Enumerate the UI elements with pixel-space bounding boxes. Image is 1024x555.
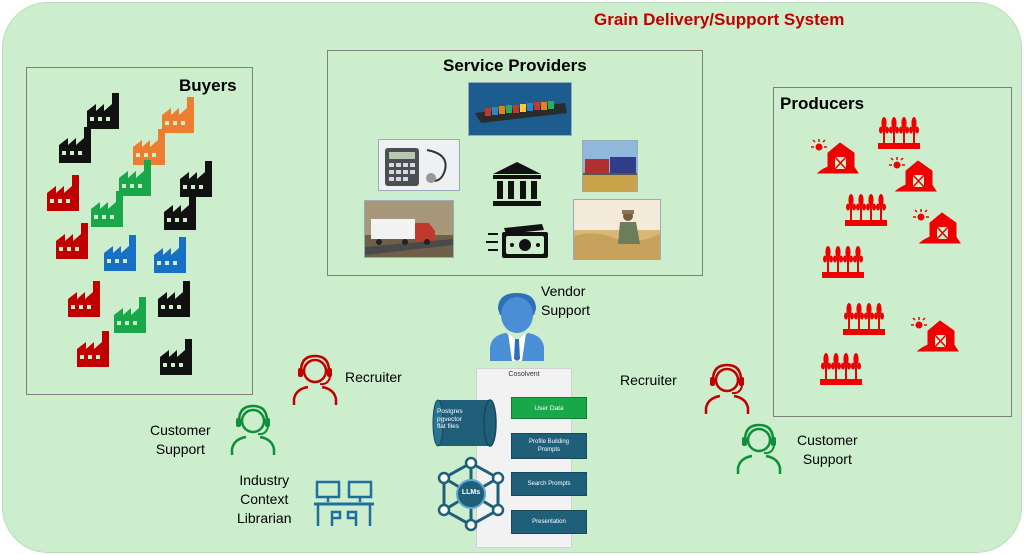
- wheat-field-icon: [822, 246, 864, 278]
- vendor-support-label: Vendor Support: [541, 282, 590, 320]
- factory-icon: [47, 175, 79, 211]
- database-line1: Postgres: [437, 408, 463, 415]
- barn-sun-icon: [912, 208, 961, 244]
- llms-label: LLMs: [461, 489, 481, 496]
- search-prompts-button[interactable]: Search Prompts: [511, 472, 587, 496]
- producers-box: [773, 87, 1012, 417]
- service-providers-box: [327, 50, 703, 276]
- librarian-line2: Context: [240, 491, 289, 507]
- database-label: Postgres pgvector flat files: [437, 408, 483, 431]
- headset-person-icon: [736, 423, 782, 474]
- user-data-button[interactable]: User Data: [511, 397, 587, 419]
- headset-person-icon: [704, 363, 750, 414]
- factory-icon: [91, 191, 123, 227]
- cosolvent-title: Cosolvent: [508, 371, 540, 378]
- customer-support-right-line2: Support: [802, 451, 852, 467]
- wheat-field-icon: [845, 194, 887, 226]
- wheat-field-icon: [820, 353, 862, 385]
- profile-building-prompts-button[interactable]: Profile Building Prompts: [511, 433, 587, 459]
- headset-person-icon: [292, 354, 338, 405]
- buyers-factories: [47, 93, 212, 375]
- headset-person-icon: [230, 404, 276, 455]
- factory-icon: [59, 127, 91, 163]
- barn-sun-icon: [810, 138, 859, 174]
- vendor-support-line2: Support: [541, 302, 591, 318]
- recruiter-left-label: Recruiter: [345, 369, 402, 385]
- search-prompts-label: Search Prompts: [527, 481, 571, 487]
- factory-icon: [87, 93, 119, 129]
- factory-icon: [164, 194, 196, 230]
- presentation-button[interactable]: Presentation: [511, 510, 587, 534]
- vendor-support-line1: Vendor: [541, 283, 586, 299]
- buyers-box: [26, 67, 253, 395]
- freight-train-photo: [582, 140, 638, 192]
- database-line3: flat files: [437, 423, 460, 430]
- database-icon: [432, 399, 497, 447]
- service-providers-heading: Service Providers: [443, 56, 587, 75]
- wheat-field-icon: [878, 117, 920, 149]
- librarian-line3: Librarian: [237, 510, 292, 526]
- librarian-label: Industry Context Librarian: [237, 471, 291, 528]
- recruiter-right-label: Recruiter: [620, 372, 677, 388]
- customer-support-left-label: Customer Support: [150, 421, 211, 459]
- factory-icon: [154, 237, 186, 273]
- factory-icon: [77, 331, 109, 367]
- librarian-desk-icon: [314, 480, 374, 526]
- bank-icon: [493, 162, 541, 206]
- factory-icon: [104, 235, 136, 271]
- factory-icon: [160, 339, 192, 375]
- diagram-title: Grain Delivery/Support System: [594, 10, 845, 29]
- factory-icon: [68, 281, 100, 317]
- profile-line1: Profile Building: [528, 439, 570, 445]
- customer-support-right-label: Customer Support: [797, 431, 858, 469]
- factory-icon: [162, 97, 194, 133]
- factory-icon: [56, 223, 88, 259]
- factory-icon: [180, 161, 212, 197]
- barn-sun-icon: [888, 156, 937, 192]
- barn-sun-icon: [910, 316, 959, 352]
- farmer-wheat-photo: [573, 199, 661, 260]
- network-hub-icon: [437, 456, 505, 532]
- factory-icon: [158, 281, 190, 317]
- factory-icon: [119, 160, 151, 196]
- user-data-label: User Data: [534, 404, 564, 412]
- customer-support-left-line2: Support: [155, 441, 205, 457]
- customer-support-left-line1: Customer: [150, 422, 211, 438]
- buyers-heading: Buyers: [179, 76, 237, 95]
- profile-line2: Prompts: [537, 447, 561, 453]
- librarian-line1: Industry: [239, 472, 290, 488]
- factory-icon: [133, 129, 165, 165]
- producers-icons: [810, 117, 961, 385]
- database-line2: pgvector: [437, 415, 462, 423]
- wheat-field-icon: [843, 303, 885, 335]
- cash-icon: [486, 224, 548, 258]
- calculator-stethoscope-photo: [378, 139, 460, 191]
- producers-heading: Producers: [780, 94, 865, 113]
- customer-support-right-line1: Customer: [797, 432, 858, 448]
- businessman-icon: [490, 293, 544, 361]
- cargo-ship-photo: [468, 82, 572, 136]
- truck-photo: [364, 200, 454, 258]
- factory-icon: [114, 297, 146, 333]
- presentation-label: Presentation: [532, 519, 566, 525]
